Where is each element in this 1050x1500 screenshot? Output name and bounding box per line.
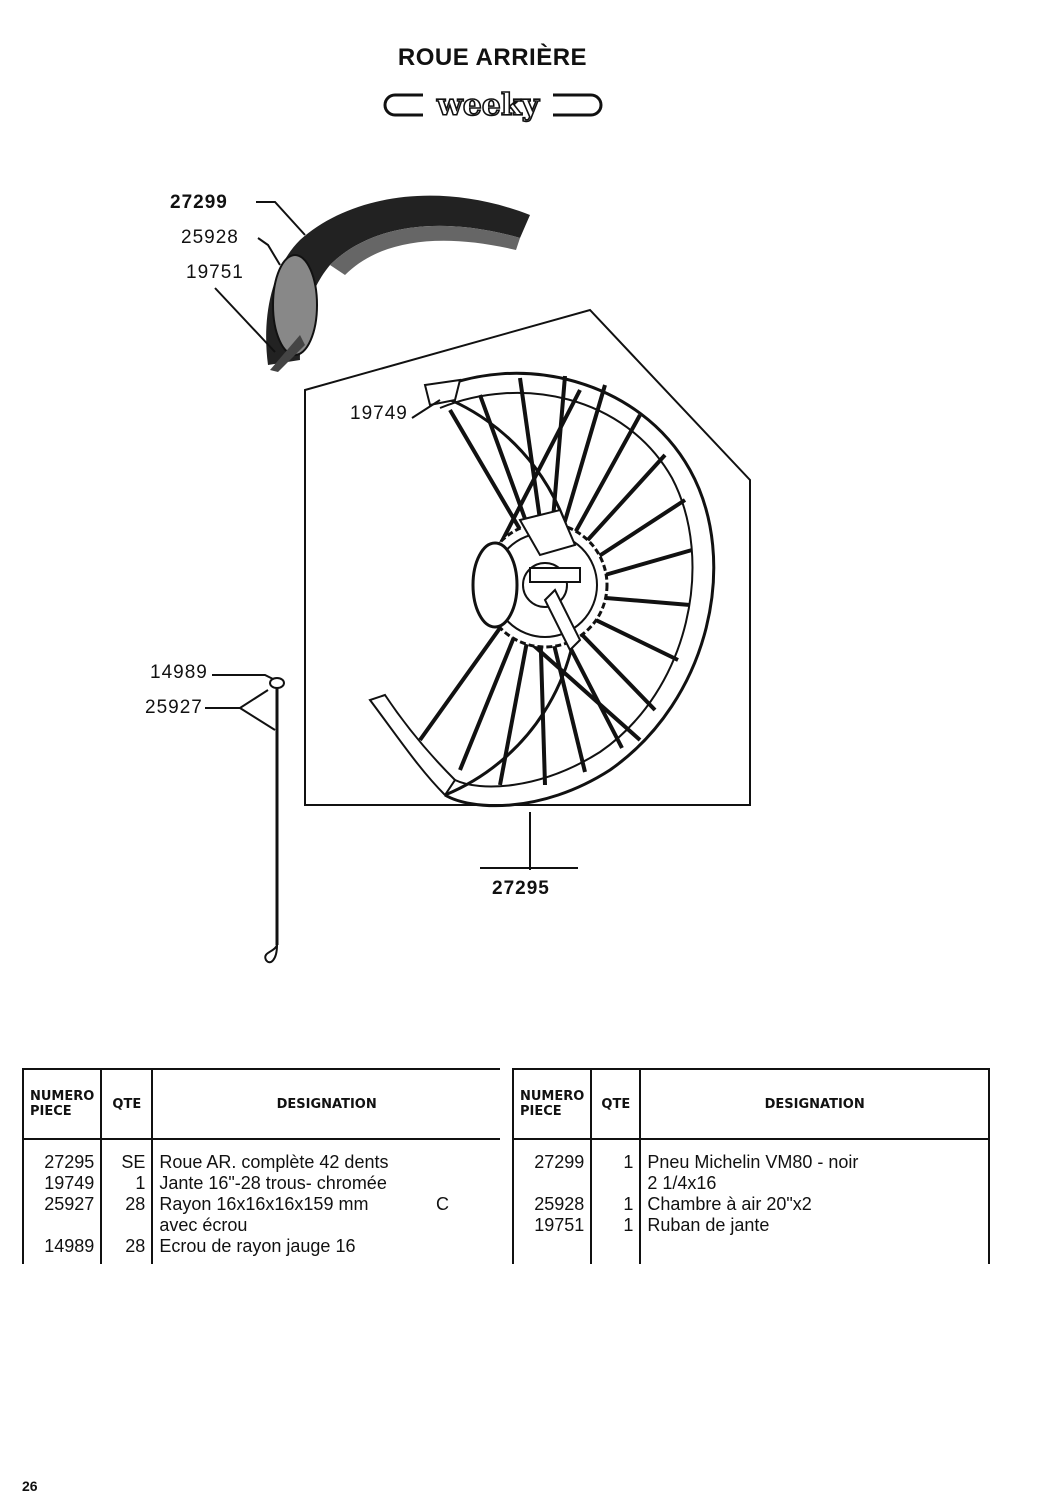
designation: Rayon 16x16x16x159 mm: [159, 1194, 369, 1214]
hub-sprocket-illustration: [471, 508, 609, 652]
designation: Ecrou de rayon jauge 16: [159, 1236, 356, 1256]
quantity: SE: [101, 1139, 154, 1173]
callout-spoke-nut: 14989: [150, 662, 208, 683]
quantity: 1: [101, 1173, 154, 1194]
header-piece: PIECE: [520, 1104, 562, 1119]
header-qte: QTE: [101, 1069, 154, 1140]
part-number: [511, 1236, 593, 1264]
table-row: [511, 1236, 990, 1264]
designation: 2 1/4x16: [640, 1173, 990, 1194]
quantity: [591, 1236, 642, 1264]
callout-wheel: 27295: [492, 878, 550, 899]
callout-tire: 27299: [170, 192, 228, 213]
header-numero: NUMERO: [30, 1089, 95, 1104]
header-piece: PIECE: [30, 1104, 72, 1119]
callout-tube: 25928: [181, 227, 239, 248]
page-number: 26: [22, 1478, 38, 1494]
part-number: 27299: [511, 1139, 593, 1173]
quantity: 1: [591, 1194, 642, 1215]
spoke-illustration: [264, 677, 285, 964]
part-number: [511, 1173, 593, 1194]
designation: avec écrou: [159, 1215, 248, 1235]
header-designation: DESIGNATION: [640, 1069, 990, 1140]
header-qte: QTE: [591, 1069, 642, 1140]
quantity: 1: [591, 1215, 642, 1236]
part-number: 25927: [21, 1194, 103, 1215]
designation: Ruban de jante: [640, 1215, 990, 1236]
quantity: 1: [591, 1139, 642, 1173]
designation: Roue AR. complète 42 dents: [159, 1152, 389, 1172]
logo-text: weeky: [436, 88, 541, 123]
tire-section-illustration: [266, 195, 530, 372]
callout-leader-lines: [205, 201, 578, 870]
quantity: [591, 1173, 642, 1194]
part-number: 27295: [21, 1139, 103, 1173]
note: C: [436, 1194, 449, 1214]
exploded-wheel-diagram: [205, 195, 751, 964]
callout-spoke: 25927: [145, 697, 203, 718]
page-title: ROUE ARRIÈRE: [397, 44, 588, 71]
quantity: [101, 1215, 154, 1236]
wheel-frame: [304, 308, 751, 806]
table-row: avec écrou: [21, 1215, 500, 1236]
header-numero: NUMERO: [520, 1089, 585, 1104]
callout-rim-tape: 19751: [186, 262, 244, 283]
part-number: 19749: [21, 1173, 103, 1194]
designation: Pneu Michelin VM80 - noir: [640, 1139, 990, 1173]
designation: [640, 1236, 990, 1264]
weeky-logo: weeky: [383, 87, 603, 123]
quantity: 28: [101, 1236, 154, 1264]
designation: Chambre à air 20"x2: [640, 1194, 990, 1215]
part-number: 19751: [511, 1215, 593, 1236]
designation: Jante 16"-28 trous- chromée: [159, 1173, 387, 1193]
part-number: 14989: [21, 1236, 103, 1264]
header-designation: DESIGNATION: [152, 1069, 500, 1140]
part-number: 25928: [511, 1194, 593, 1215]
table-row: 2 1/4x16: [511, 1173, 990, 1194]
quantity: 28: [101, 1194, 154, 1215]
callout-rim: 19749: [350, 403, 408, 424]
part-number: [21, 1215, 103, 1236]
